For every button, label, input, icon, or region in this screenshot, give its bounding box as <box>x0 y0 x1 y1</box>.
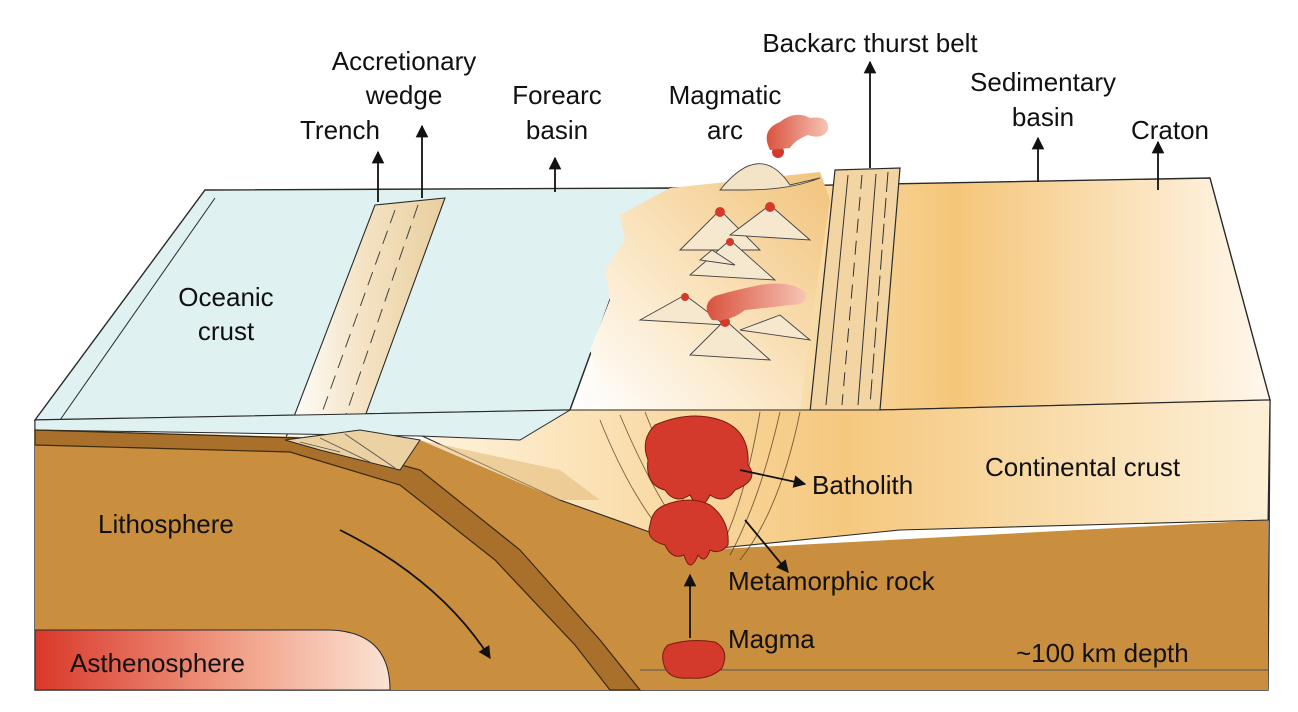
label-metamorphic-rock: Metamorphic rock <box>728 566 936 596</box>
label-depth: ~100 km depth <box>1016 638 1189 668</box>
asthenosphere <box>34 629 391 691</box>
label-continental-crust: Continental crust <box>985 452 1181 482</box>
label-oceanic-line1: Oceanic <box>178 282 273 312</box>
subducting-slab <box>34 429 642 691</box>
volcano-field <box>638 163 821 361</box>
eruption-plume-mid <box>706 283 806 321</box>
label-accretionary-wedge-line1: Accretionary <box>332 46 477 76</box>
lithosphere-flow-arrow <box>339 529 491 660</box>
label-magmatic-line2: arc <box>707 115 743 145</box>
label-forearc-line1: Forearc <box>512 80 602 110</box>
wedge-front-lines <box>299 433 396 469</box>
label-sedimentary-line2: basin <box>1012 102 1074 132</box>
label-asthenosphere: Asthenosphere <box>70 648 245 678</box>
lithosphere <box>35 430 1268 690</box>
label-backarc-thrust-belt: Backarc thurst belt <box>762 28 978 58</box>
label-trench: Trench <box>300 115 380 145</box>
label-craton: Craton <box>1131 115 1209 145</box>
magma-chamber-lower <box>648 499 729 566</box>
label-magmatic-line1: Magmatic <box>669 80 782 110</box>
label-sedimentary-line1: Sedimentary <box>970 67 1116 97</box>
accretionary-wedge-front <box>284 429 421 471</box>
label-magma: Magma <box>728 624 815 654</box>
eruption-plume-top <box>766 114 829 150</box>
label-lithosphere: Lithosphere <box>98 509 234 539</box>
ocean-front <box>34 409 572 441</box>
label-accretionary-wedge-line2: wedge <box>365 80 443 110</box>
label-oceanic-line2: crust <box>198 316 255 346</box>
batholith-shape <box>644 415 753 506</box>
ocean-shelf-line <box>59 197 216 421</box>
magma-blob <box>662 640 726 679</box>
label-forearc-line2: basin <box>526 115 588 145</box>
wedge-lines <box>314 204 419 433</box>
label-arrows <box>371 60 1165 573</box>
forearc-basin-front <box>420 440 600 500</box>
thrust-belt-lines <box>825 171 889 406</box>
continental-crust <box>418 399 1271 551</box>
label-batholith: Batholith <box>812 470 913 500</box>
